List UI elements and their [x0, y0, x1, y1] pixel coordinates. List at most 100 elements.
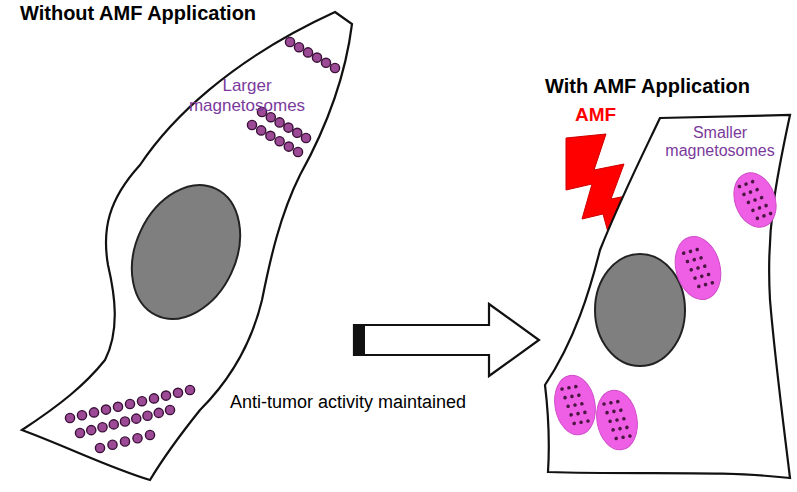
magnetosome: [755, 187, 760, 192]
magnetosome: [746, 200, 751, 205]
magnetosome: [149, 394, 158, 403]
magnetosome: [759, 195, 764, 200]
magnetosome: [750, 179, 755, 184]
magnetosome: [622, 417, 626, 421]
magnetosome: [616, 399, 620, 403]
magnetosome: [697, 284, 701, 288]
magnetosome: [87, 426, 96, 435]
magnetosome: [608, 419, 612, 423]
magnetosome: [576, 412, 580, 416]
magnetosome: [689, 268, 693, 272]
magnetosome: [120, 417, 129, 426]
magnetosome: [185, 385, 194, 394]
magnetosome: [586, 419, 590, 423]
magnetosome: [257, 126, 266, 135]
magnetosome: [275, 137, 284, 146]
magnetosome: [101, 405, 110, 414]
magnetosome: [321, 58, 330, 67]
magnetosome: [573, 403, 577, 407]
arrow-label: Anti-tumor activity maintained: [228, 392, 468, 413]
magnetosome: [618, 427, 622, 431]
magnetosome: [710, 281, 714, 285]
vesicle: [668, 231, 727, 304]
magnetosome: [566, 404, 570, 408]
magnetosome: [703, 282, 707, 286]
magnetosome: [693, 276, 697, 280]
magnetosome: [275, 118, 284, 127]
magnetosome: [560, 387, 564, 391]
magnetosome: [98, 423, 107, 432]
magnetosome: [580, 402, 584, 406]
magnetosome: [109, 420, 118, 429]
magnetosome: [75, 428, 84, 437]
magnetosome: [699, 256, 703, 260]
magnetosome-cluster: [668, 231, 727, 304]
magnetosome-cluster: [727, 167, 784, 233]
magnetosome: [154, 408, 163, 417]
magnetosome: [330, 63, 339, 72]
arrow-tail-block: [354, 325, 365, 355]
magnetosome: [145, 430, 154, 439]
magnetosome: [266, 131, 275, 140]
magnetosome: [692, 257, 696, 261]
magnetosome-label: Larger magnetosomes: [181, 76, 313, 115]
magnetosome: [137, 397, 146, 406]
cell-drawing: [15, 0, 353, 488]
magnetosome: [605, 411, 609, 415]
magnetosome: [583, 410, 587, 414]
magnetosome: [294, 43, 303, 52]
magnetosome: [108, 440, 117, 449]
magnetosome: [611, 428, 615, 432]
magnetosome: [95, 443, 104, 452]
hollow-arrow: [354, 304, 539, 376]
panel-title: Without AMF Application: [20, 2, 256, 25]
magnetosome: [753, 198, 758, 203]
magnetosome: [143, 411, 152, 420]
magnetosome: [293, 128, 302, 137]
magnetosome: [567, 386, 571, 390]
magnetosome: [574, 384, 578, 388]
magnetosome: [757, 206, 762, 211]
magnetosome: [284, 123, 293, 132]
magnetosome: [293, 147, 302, 156]
vesicle: [592, 387, 642, 453]
process-arrow: [354, 304, 539, 376]
panel-title: With AMF Application: [545, 75, 750, 98]
magnetosome: [247, 120, 256, 129]
cell-drawing: [540, 72, 795, 488]
magnetosome: [133, 434, 142, 443]
magnetosome: [132, 414, 141, 423]
nucleus: [111, 167, 261, 336]
magnetosome: [748, 190, 753, 195]
cell-panel: With AMF ApplicationSmaller magnetosomes: [540, 72, 795, 488]
magnetosome: [284, 142, 293, 151]
magnetosome: [312, 53, 321, 62]
magnetosome: [77, 411, 86, 420]
magnetosome: [120, 437, 129, 446]
magnetosome: [625, 425, 629, 429]
cell-outline: [545, 115, 790, 478]
magnetosome: [572, 421, 576, 425]
magnetosome: [609, 401, 613, 405]
vesicle: [727, 167, 784, 233]
magnetosome: [706, 272, 710, 276]
magnetosome: [614, 436, 618, 440]
magnetosome: [768, 211, 773, 216]
magnetosome: [579, 420, 583, 424]
magnetosome: [65, 413, 74, 422]
magnetosome: [612, 409, 616, 413]
magnetosome: [695, 247, 699, 251]
magnetosome: [303, 48, 312, 57]
magnetosome: [570, 394, 574, 398]
magnetosome: [161, 391, 170, 400]
magnetosome: [89, 408, 98, 417]
magnetosome: [764, 203, 769, 208]
magnetosome: [285, 37, 294, 46]
magnetosome: [563, 396, 567, 400]
magnetosome: [755, 216, 760, 221]
nucleus: [595, 254, 685, 366]
magnetosome-cluster: [592, 387, 642, 453]
magnetosome: [737, 184, 742, 189]
magnetosome: [621, 435, 625, 439]
magnetosome: [700, 274, 704, 278]
